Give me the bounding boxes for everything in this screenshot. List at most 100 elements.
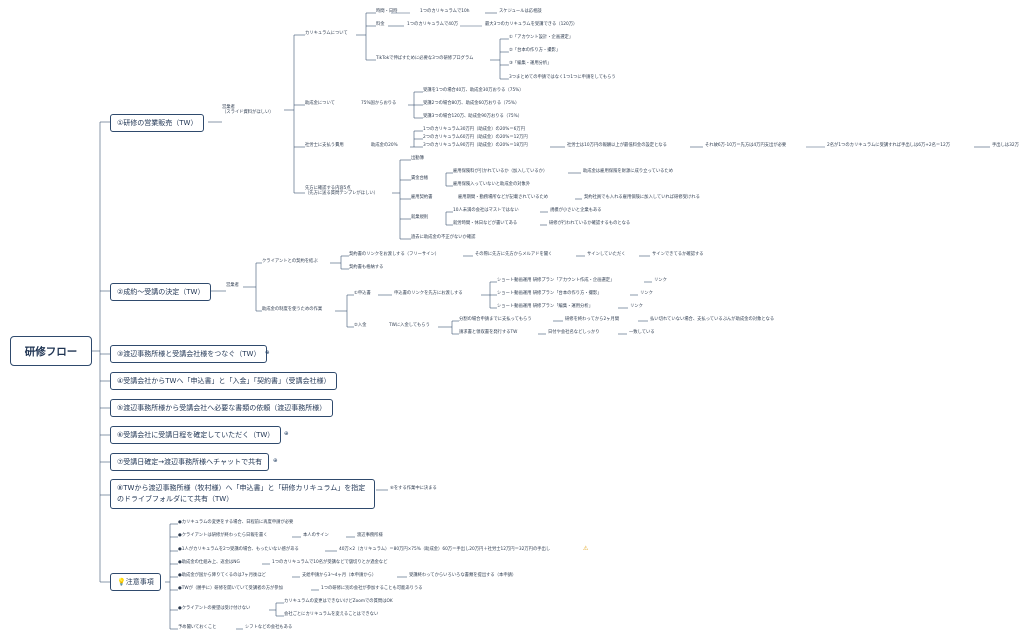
get-sign[interactable]: サインしていただく [587, 252, 626, 257]
section-8-share[interactable]: ⑧TWから渡辺事務所様（牧村様）へ「申込書」と「研修カリキュラム」を指定のドライ… [110, 479, 375, 509]
note-2b[interactable]: 本人のサイン [303, 533, 329, 538]
wage-1[interactable]: 雇用保険料が引かれているか（加入しているか） [453, 169, 548, 174]
attendance-book[interactable]: 出勤簿 [411, 156, 424, 161]
payment[interactable]: ②入金 [354, 323, 367, 328]
plan-link-3[interactable]: ショート動画運用 研修プラン「編集・運用分析」 [497, 304, 593, 309]
fee-value-2[interactable]: 最大3つのカリキュラムを受講できる（120万） [485, 22, 578, 27]
note-6b[interactable]: 1つの研修に別の会社が参加することも可能ありうる [321, 586, 423, 591]
invoice-c[interactable]: 一致している [629, 330, 655, 335]
note-7c[interactable]: 会社ごとにカリキュラムを変えることはできない [284, 612, 379, 617]
labor-consultant-fee[interactable]: 社労士に支払う費用 [305, 143, 344, 148]
note-7b[interactable]: カリキュラムの変更はできないけどZoomでの質問はOK [284, 599, 393, 604]
time-value[interactable]: 1つのカリキュラムで10h [420, 9, 470, 14]
client-contract[interactable]: クライアントとの契約を結ぶ [262, 259, 318, 264]
rules-2b[interactable]: 研修が行われているか確認するものとなる [549, 221, 631, 226]
check-sign[interactable]: サインできてるか確認する [652, 252, 704, 257]
link-label-2[interactable]: リンク [640, 291, 653, 296]
section-6-schedule[interactable]: ⑥受講会社に受講日程を確定していただく（TW） [110, 426, 282, 444]
link-label-1[interactable]: リンク [654, 278, 667, 283]
note-8[interactable]: 予め聞いておくこと [178, 625, 217, 630]
wage-ledger[interactable]: 賃金台帳 [411, 176, 429, 181]
sales-person[interactable]: 営業者 （スライド資料がほしい） [222, 105, 274, 115]
subsidy-3[interactable]: 受講3つの場合120万、助成金90万おりる（75%） [423, 114, 522, 119]
contract-1b[interactable]: 契約社員でも入れる雇用保険に加入していれば研修受けれる [584, 195, 700, 200]
note-2[interactable]: ●クライアントは研修が終わったら日報を書く [178, 533, 268, 538]
plan-link-2[interactable]: ショート動画運用 研修プラン「台本の作り方・撮影」 [497, 291, 602, 296]
root-node[interactable]: 研修フロー [10, 336, 92, 366]
ask-email[interactable]: その際に先方に先方からメルアドを聞く [475, 252, 553, 257]
confirm-items[interactable]: 先方に確認する内容5点 （先方に送る質問テンプレがほしい） [305, 186, 378, 196]
store-contract[interactable]: 契約書も格納する [349, 265, 384, 270]
section-2-contract[interactable]: ②成約〜受講の決定（TW） [110, 283, 212, 301]
subsidy-1[interactable]: 受講を1つの場合40万、助成金30万おりる（75%） [423, 88, 524, 93]
fee-node[interactable]: 料金 [376, 22, 385, 27]
installment-b[interactable]: 研修を終わってから2ヶ月間 [565, 317, 620, 322]
time-node[interactable]: 時間・日時 [376, 9, 398, 14]
note-4b[interactable]: 1つのカリキュラムで10名が受講などで儲切りとか過金など [272, 560, 388, 565]
section-4-application[interactable]: ④受講会社からTWへ「申込書」と「入金」「契約書」（受講会社様） [110, 372, 338, 390]
section-5-documents[interactable]: ⑤渡辺事務所様から受講会社へ必要な書類の依頼（渡辺事務所様） [110, 399, 334, 417]
fee-1[interactable]: 1つのカリキュラム30万円（助成金）の20%＝6万円 [423, 127, 525, 132]
expand-icon[interactable]: ⊕ [284, 431, 289, 437]
note-8b[interactable]: シフトなどの会社もある [245, 625, 293, 630]
subsidy-rate[interactable]: 75%国からおりる [361, 101, 397, 106]
past-fraud-check[interactable]: 過去に助成金の不正がないか確認 [411, 235, 476, 240]
fee-note-2[interactable]: それ故6万-10万＝先方は4万円支出が必要 [705, 143, 787, 148]
subsidy-node[interactable]: 助成金について [305, 101, 335, 106]
program-note[interactable]: 3つまとめての申請ではなく1つ1つに申請をしてもらう [509, 75, 616, 80]
program-2[interactable]: ②「台本の作り方・撮影」 [509, 48, 561, 53]
program-3[interactable]: ③「編集・運用分析」 [509, 61, 552, 66]
subsidy-work[interactable]: 助成金の制度を使うための作業 [262, 307, 323, 312]
employment-contract[interactable]: 雇用契約書 [411, 195, 433, 200]
plan-link-1[interactable]: ショート動画運用 研修プラン「アカウント作成・企画選定」 [497, 278, 615, 283]
fee-value[interactable]: 1つのカリキュラムで40万 [407, 22, 459, 27]
note-6[interactable]: ●TWが（勝手に）研修を開いていて受講者の方が参加 [178, 586, 283, 591]
section-notes[interactable]: 💡注意事項 [110, 573, 161, 591]
note-3[interactable]: ●1人がカリキュラムを2つ受講の場合、もったいない感がある [178, 547, 299, 552]
time-value-2[interactable]: スケジュールは応相談 [499, 9, 542, 14]
rules-2[interactable]: 就労時間・休日などが書いてある [453, 221, 518, 226]
note-4[interactable]: ●助成金の仕組み上、返金はNG [178, 560, 240, 565]
fee-note-4[interactable]: 手出しは32万 [992, 143, 1019, 148]
contract-1[interactable]: 雇用期間・勤務場所などが記載されているため [458, 195, 549, 200]
fee-note-1[interactable]: 社労士は10万円の報酬以上が最低料金の設定となる [567, 143, 667, 148]
curriculum-node[interactable]: カリキュラムについて [305, 31, 348, 36]
wage-1b[interactable]: 助成金は雇用保険を財源に成り立っているため [583, 169, 674, 174]
section-8-note[interactable]: ⑥をする作業中に決まる [390, 486, 437, 491]
note-2c[interactable]: 渡辺事務所様 [357, 533, 383, 538]
program-1[interactable]: ①「アカウント設計・企画選定」 [509, 35, 574, 40]
invoice[interactable]: 請求書と領収書を発行するTW [459, 330, 518, 335]
section-1-sales[interactable]: ①研修の営業販売（TW） [110, 114, 205, 132]
subsidy-2[interactable]: 受講2つの場合80万、助成金60万おりる（75%） [423, 101, 520, 106]
section-7-chat[interactable]: ⑦受講日確定→渡辺事務所様へチャットで共有 [110, 453, 270, 471]
expand-icon[interactable]: ⊕ [265, 350, 270, 356]
note-5[interactable]: ●助成金が国から降りてくるのは7ヶ月後ほど [178, 573, 266, 578]
application-link[interactable]: 申込書のリンクを先方にお渡しする [394, 291, 463, 296]
fee-2[interactable]: 2つのカリキュラム60万円（助成金）の20%＝12万円 [423, 135, 528, 140]
contract-link[interactable]: 契約書のリンクをお渡しする（フリーサイン） [349, 252, 440, 257]
section-3-connect[interactable]: ③渡辺事務所様と受講会社様をつなぐ（TW） [110, 345, 268, 363]
expand-icon[interactable]: ⊕ [273, 458, 278, 464]
rules-1[interactable]: 10人未満の会社はマストではない [453, 208, 519, 213]
note-3b[interactable]: 40万×2（カリキュラム）＝80万円×75%（助成金）60万＝手出し20万円＋社… [339, 547, 551, 552]
note-7[interactable]: ●クライアントの要望は受け付けない [178, 606, 251, 611]
application-form[interactable]: ①申込書 [354, 291, 371, 296]
note-5b[interactable]: 支給申請から3〜4ヶ月（本申請から） [302, 573, 377, 578]
rules-1b[interactable]: 規模が小さいと企業もある [550, 208, 602, 213]
note-1[interactable]: ●カリキュラムの変更をする場合、日程前に再度申請が必要 [178, 520, 294, 525]
link-label-3[interactable]: リンク [630, 304, 643, 309]
labor-consultant-rate[interactable]: 助成金の20% [371, 143, 398, 148]
note-5c[interactable]: 受講終わってからいろいろな書類を提出する（本申請） [409, 573, 517, 578]
work-rules[interactable]: 就業規則 [411, 215, 429, 220]
fee-3[interactable]: 3つのカリキュラム90万円（助成金）の20%＝18万円 [423, 143, 528, 148]
wage-2[interactable]: 雇用保険入っていないと助成金の対象外 [453, 182, 531, 187]
fee-note-3[interactable]: 2名が1つのカリキュラムに受講すれば手出しは6万+2名＝12万 [827, 143, 950, 148]
payment-to-tw[interactable]: TWに入金してもらう [389, 323, 430, 328]
invoice-b[interactable]: 日付や会社名などしっかり [548, 330, 600, 335]
installment-c[interactable]: 払い切れていない場合、支払っているぶんが助成金の対象となる [650, 317, 775, 322]
sales-person-2[interactable]: 営業者 [226, 283, 239, 288]
installment[interactable]: 分割の場合申請までに支払ってもらう [459, 317, 532, 322]
tiktok-programs[interactable]: TikTokで伸ばすために必要な3つの研修プログラム [376, 56, 474, 61]
